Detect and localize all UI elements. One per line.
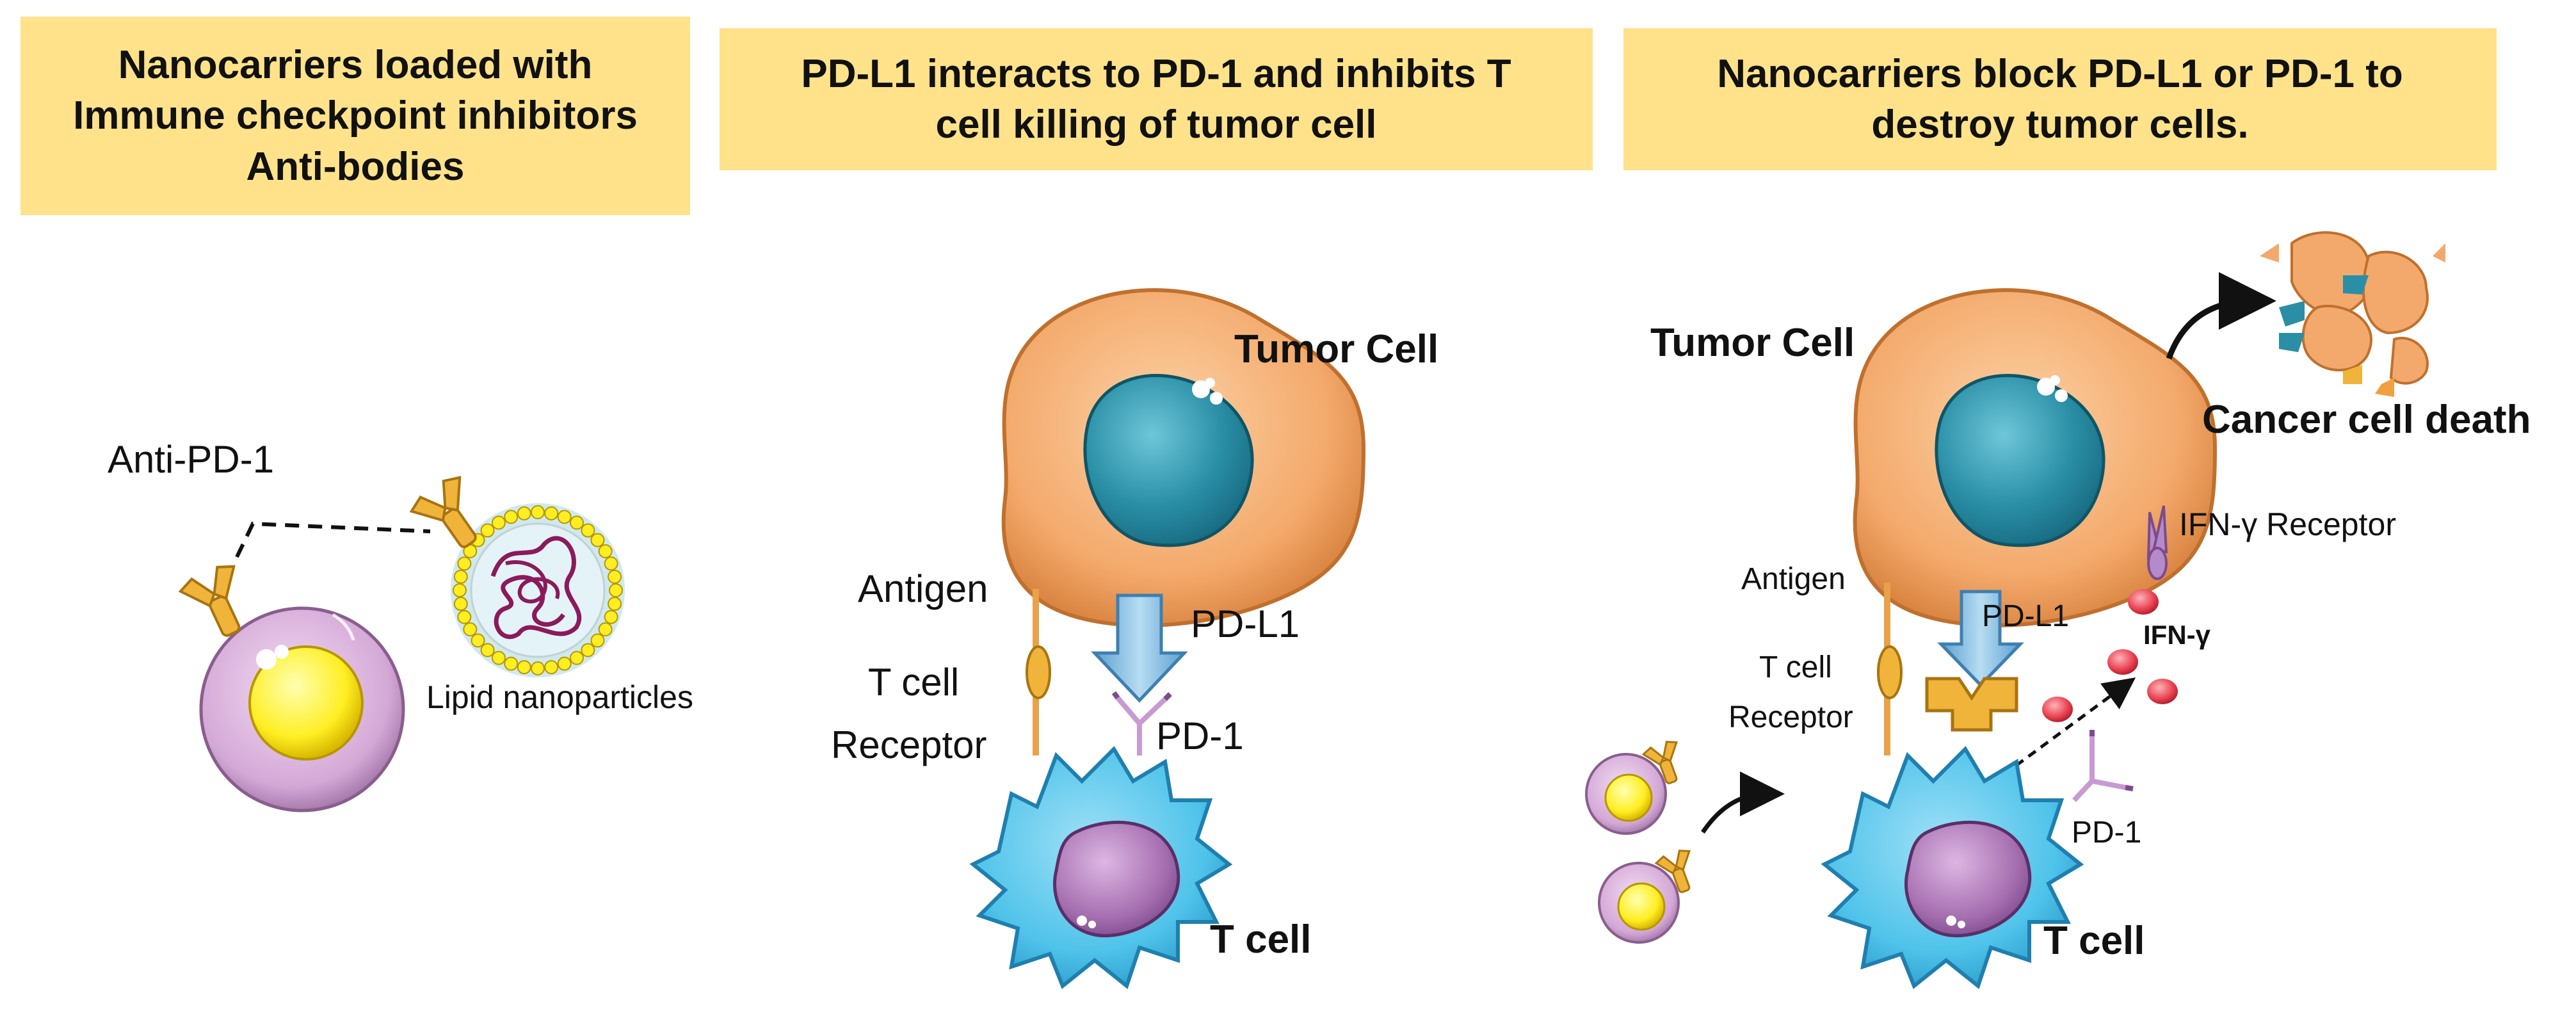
lipid-bead	[609, 583, 623, 597]
tcr-receptor	[1026, 645, 1051, 699]
nanocarrier-small	[1585, 741, 1678, 835]
label-lipid-nanoparticles: Lipid nanoparticles	[426, 679, 693, 715]
lipid-bead	[463, 622, 478, 636]
lipid-bead	[604, 556, 618, 571]
label-tcell-receptor-line2: Receptor	[831, 723, 986, 766]
lipid-bead	[453, 583, 467, 597]
lipid-nanoparticle	[451, 503, 625, 677]
nanocarrier-small	[1598, 850, 1691, 944]
immune-cell-with-antibody	[199, 606, 405, 812]
label-pd-l1: PD-L1	[1191, 602, 1300, 645]
panel-1-illustration: Anti-PD-1 Lipid nanoparticles	[108, 438, 693, 812]
pd-1-receptor	[1111, 691, 1172, 755]
lipid-bead	[590, 633, 605, 648]
death-arrow	[2166, 272, 2276, 360]
pd-1-receptor	[2072, 730, 2134, 802]
lipid-bead	[492, 515, 506, 530]
lipid-bead	[504, 656, 519, 671]
lipid-bead	[590, 533, 605, 547]
tcr-receptor	[1877, 645, 1903, 699]
panel-1-header-line-3: Anti-bodies	[246, 144, 465, 189]
label-t-cell: T cell	[1210, 917, 1312, 962]
label-tumor-cell: Tumor Cell	[1234, 327, 1438, 371]
t-cell-nucleus	[1904, 821, 2032, 937]
lipid-bead	[453, 569, 468, 584]
panel-3-header-line-2: destroy tumor cells.	[1871, 102, 2249, 147]
label-tcell-receptor-line1: T cell	[1759, 650, 1832, 684]
antibody-icon	[409, 476, 477, 549]
tumor-nucleus	[1935, 374, 2105, 547]
dying-cancer-cells	[2260, 231, 2445, 397]
lipid-bead	[457, 556, 472, 571]
label-anti-pd1: Anti-PD-1	[108, 438, 274, 481]
approach-arrow	[1701, 771, 1785, 834]
blocking-antibody-icon	[1925, 677, 2018, 732]
label-cancer-cell-death: Cancer cell death	[2202, 398, 2531, 442]
lipid-bead	[480, 523, 495, 538]
lipid-bead	[604, 609, 618, 624]
lipid-bead	[531, 661, 545, 675]
lipid-bead	[608, 569, 622, 584]
label-tcell-receptor-line2: Receptor	[1728, 700, 1853, 734]
lipid-bead	[531, 505, 545, 519]
tumor-nucleus	[1083, 374, 1254, 547]
label-ifn-gamma-receptor: IFN-γ Receptor	[2179, 506, 2396, 542]
secretion-arrow	[2002, 677, 2136, 777]
lipid-bead	[517, 506, 531, 521]
lipid-bead	[517, 660, 531, 675]
panel-2-header-line-1: PD-L1 interacts to PD-1 and inhibits T	[801, 51, 1511, 96]
t-cell-nucleus	[1053, 821, 1180, 937]
label-pd-1: PD-1	[1156, 714, 1244, 757]
label-tumor-cell: Tumor Cell	[1650, 321, 1855, 365]
label-antigen: Antigen	[1741, 562, 1846, 596]
lipid-bead	[570, 515, 584, 530]
lipid-bead	[557, 656, 572, 671]
lipid-bead	[457, 609, 472, 624]
lipid-bead	[581, 523, 595, 538]
lipid-bead	[598, 622, 613, 636]
lipid-bead	[453, 597, 468, 611]
label-pd-l1: PD-L1	[1982, 599, 2069, 633]
dashed-link	[235, 521, 431, 558]
lipid-bead	[557, 510, 572, 524]
panel-1-header: Nanocarriers loaded with Immune checkpoi…	[20, 17, 690, 215]
lipid-bead	[570, 650, 584, 665]
label-antigen: Antigen	[858, 567, 988, 610]
lipid-bead	[544, 506, 559, 521]
lipid-bead	[581, 643, 595, 658]
panel-2-illustration: Tumor Cell Antigen T cell Receptor PD-L1…	[831, 288, 1438, 990]
panel-3-header: Nanocarriers block PD-L1 or PD-1 to dest…	[1623, 28, 2497, 170]
panel-3-header-line-1: Nanocarriers block PD-L1 or PD-1 to	[1717, 51, 2403, 96]
lipid-bead	[471, 633, 485, 648]
panel-2-header-line-2: cell killing of tumor cell	[935, 102, 1377, 147]
ifn-gamma-receptor	[2146, 505, 2168, 580]
lipid-bead	[608, 597, 622, 611]
lipid-bilayer-beads	[453, 505, 623, 675]
lipid-bead	[544, 660, 559, 675]
pd-l1-arrow	[1937, 590, 2024, 688]
lipid-bead	[504, 510, 519, 524]
label-pd-1: PD-1	[2072, 816, 2141, 850]
lipid-bead	[492, 650, 506, 665]
antibody-icon	[178, 565, 241, 637]
panel-3-illustration: Tumor Cell Cancer cell death IFN-γ Recep…	[1585, 231, 2531, 990]
label-t-cell: T cell	[2043, 919, 2145, 963]
lipid-bead	[480, 643, 495, 658]
ifn-gamma-molecules	[2042, 589, 2178, 722]
panel-2-header: PD-L1 interacts to PD-1 and inhibits T c…	[720, 28, 1593, 170]
panel-1-header-line-1: Nanocarriers loaded with	[118, 42, 593, 87]
label-tcell-receptor-line1: T cell	[868, 661, 959, 704]
lipid-bead	[598, 544, 613, 558]
panel-1-header-line-2: Immune checkpoint inhibitors	[73, 93, 638, 138]
pd-l1-arrow	[1091, 593, 1188, 703]
label-ifn-gamma: IFN-γ	[2143, 620, 2211, 650]
